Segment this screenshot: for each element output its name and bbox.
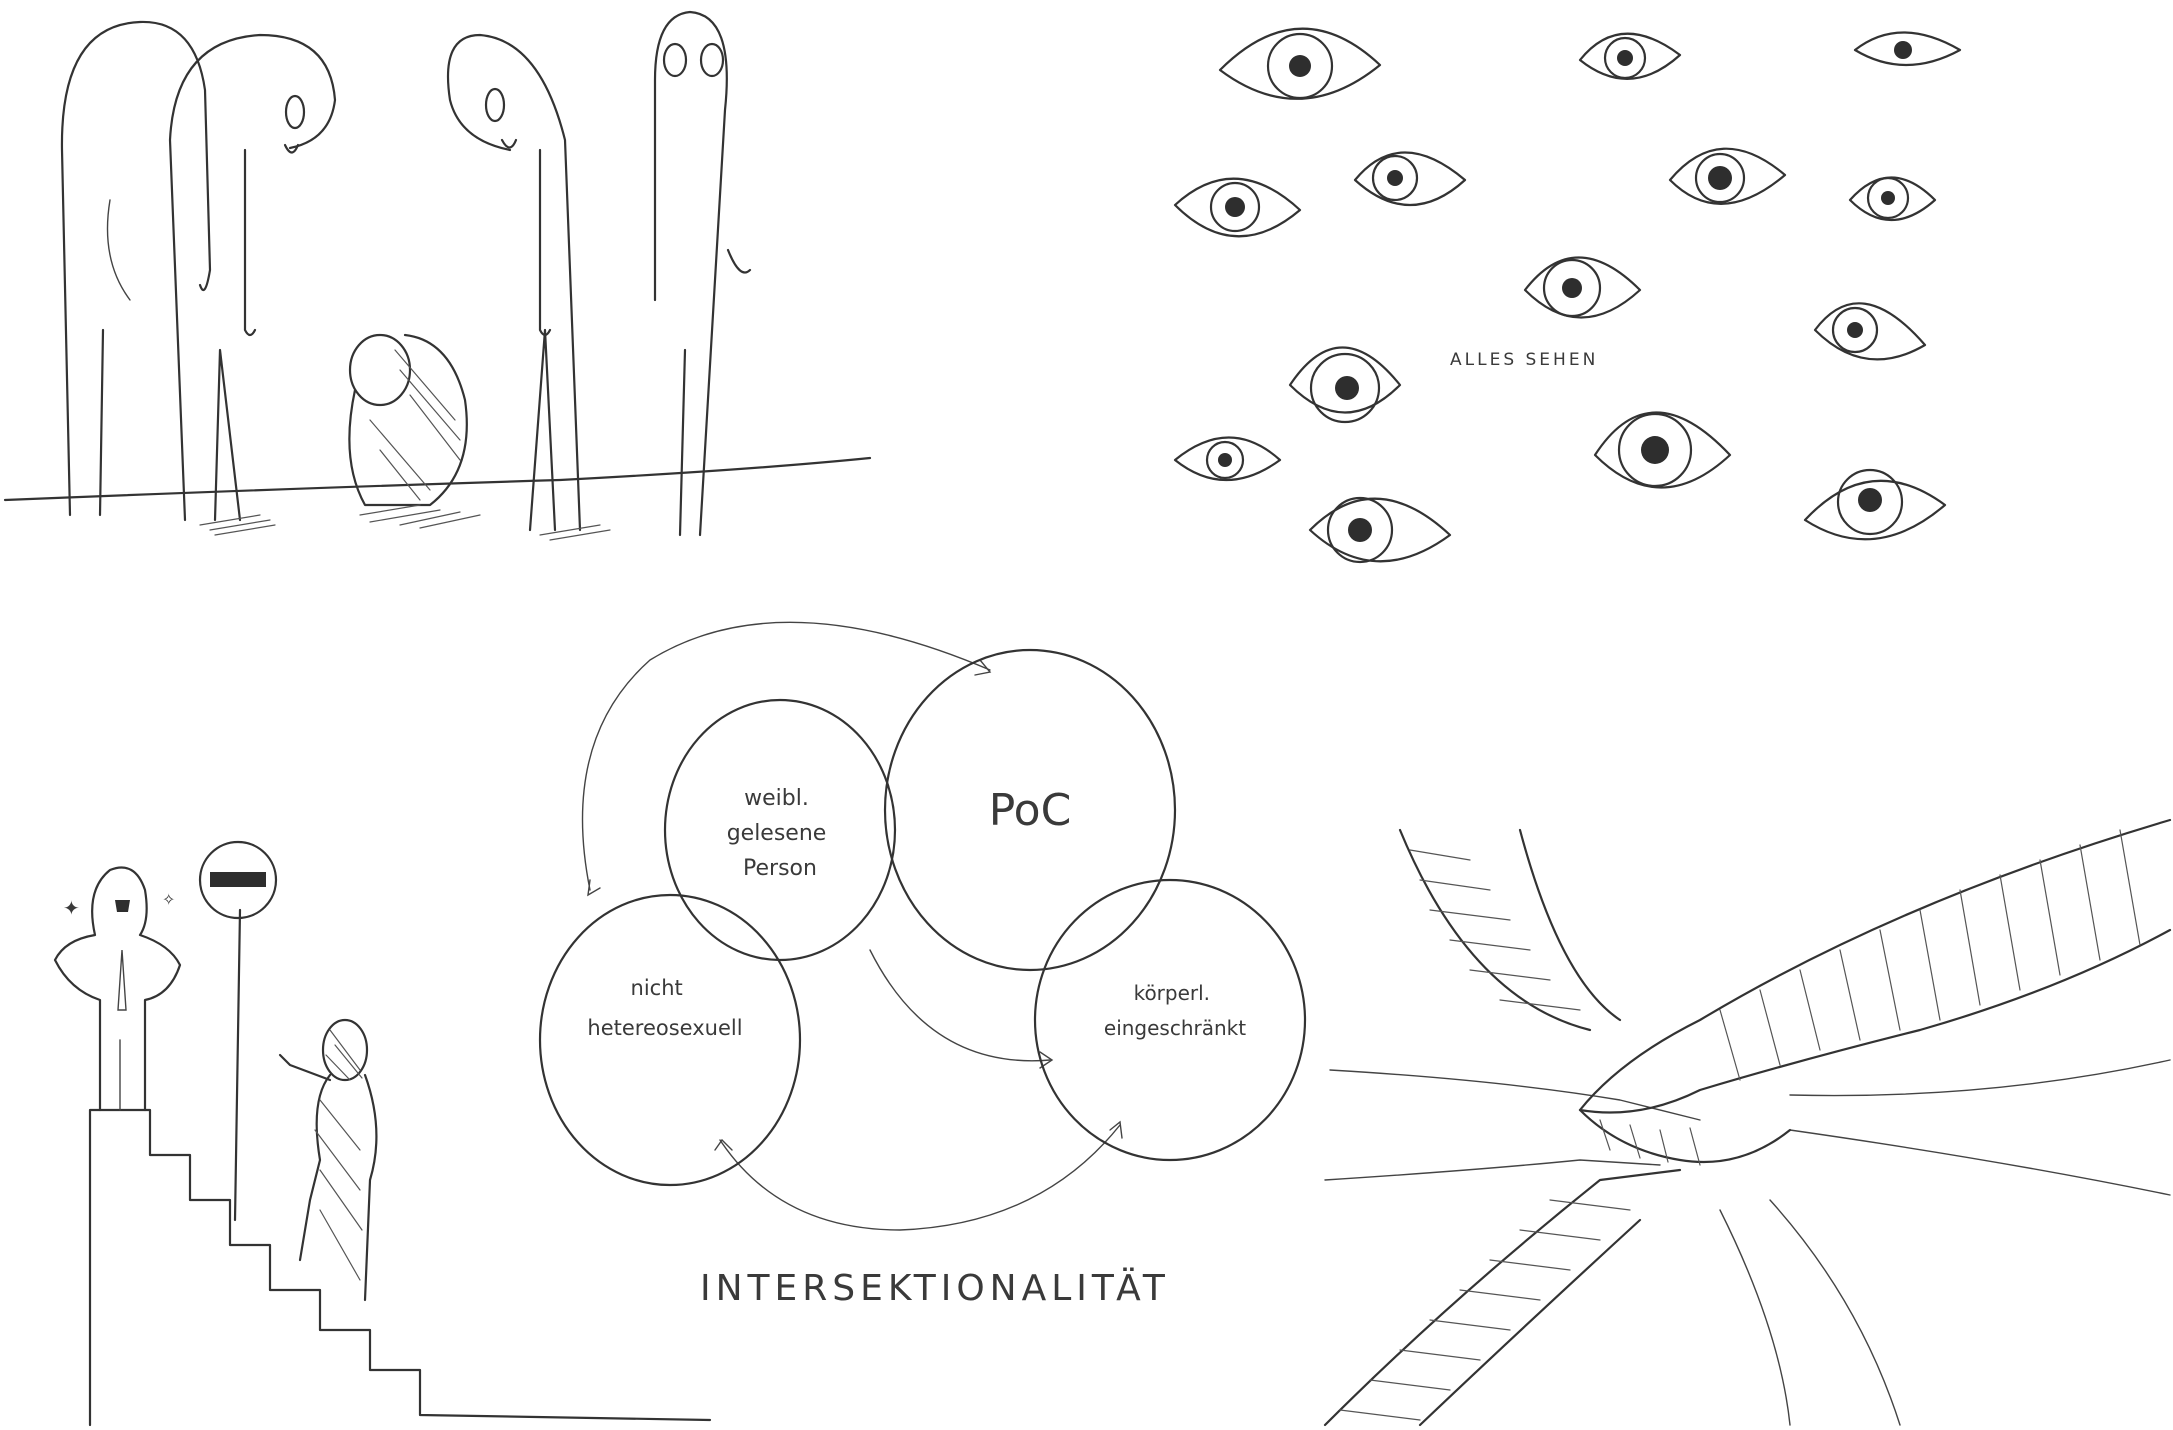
venn-label-poc: PoC xyxy=(989,785,1072,836)
boss-figure: ✦ ✧ xyxy=(53,866,182,1112)
venn-circle-female xyxy=(663,698,897,962)
eye-icon xyxy=(1853,31,1962,66)
cycle-arrow-top xyxy=(581,621,991,891)
eye-icon xyxy=(1523,256,1642,319)
svg-text:✧: ✧ xyxy=(162,890,175,909)
eye-icon xyxy=(1668,147,1787,205)
eye-icon xyxy=(1803,468,1947,541)
svg-text:✦: ✦ xyxy=(63,896,80,920)
stairs-panel: ✦ ✧ xyxy=(53,840,712,1427)
venn-caption: INTERSEKTIONALITÄT xyxy=(700,1267,1170,1309)
venn-circle-disabled xyxy=(1033,878,1307,1162)
crouching-person xyxy=(348,333,481,529)
eye-icon xyxy=(1308,496,1452,564)
eye-icon xyxy=(1813,302,1927,361)
tall-figure-1 xyxy=(60,20,212,517)
tall-figure-3 xyxy=(446,33,611,541)
eye-icon xyxy=(1353,151,1467,207)
eye-icon xyxy=(1593,411,1732,489)
no-entry-sign-icon xyxy=(198,840,278,920)
cycle-arrow-bottom xyxy=(719,1124,1121,1231)
venn-circle-poc xyxy=(883,648,1177,972)
tall-figure-2 xyxy=(168,33,337,536)
cycle-arrow-middle xyxy=(869,949,1051,1062)
eye-icon xyxy=(1218,27,1382,100)
venn-panel: weibl. gelesene Person PoC nicht hetereo… xyxy=(538,621,1307,1309)
eye-icon xyxy=(1173,177,1302,238)
venn-label-disabled: körperl. eingeschränkt xyxy=(1104,981,1246,1040)
venn-label-non-hetero: nicht hetereosexuell xyxy=(587,976,742,1040)
climbing-figure xyxy=(278,1018,378,1302)
eye-icon xyxy=(1578,32,1682,80)
eye-icon xyxy=(1848,176,1937,221)
eyes-caption: ALLES SEHEN xyxy=(1450,350,1598,370)
eye-icon xyxy=(1173,436,1282,482)
hands-panel xyxy=(1323,818,2172,1427)
tall-figure-4 xyxy=(653,10,752,537)
venn-circle-non-hetero xyxy=(538,893,802,1187)
staircase xyxy=(88,1108,712,1427)
venn-label-female: weibl. gelesene Person xyxy=(727,786,834,881)
eyes-panel: ALLES SEHEN xyxy=(1173,27,1962,564)
crowd-panel xyxy=(3,10,872,541)
eye-icon xyxy=(1288,346,1402,424)
